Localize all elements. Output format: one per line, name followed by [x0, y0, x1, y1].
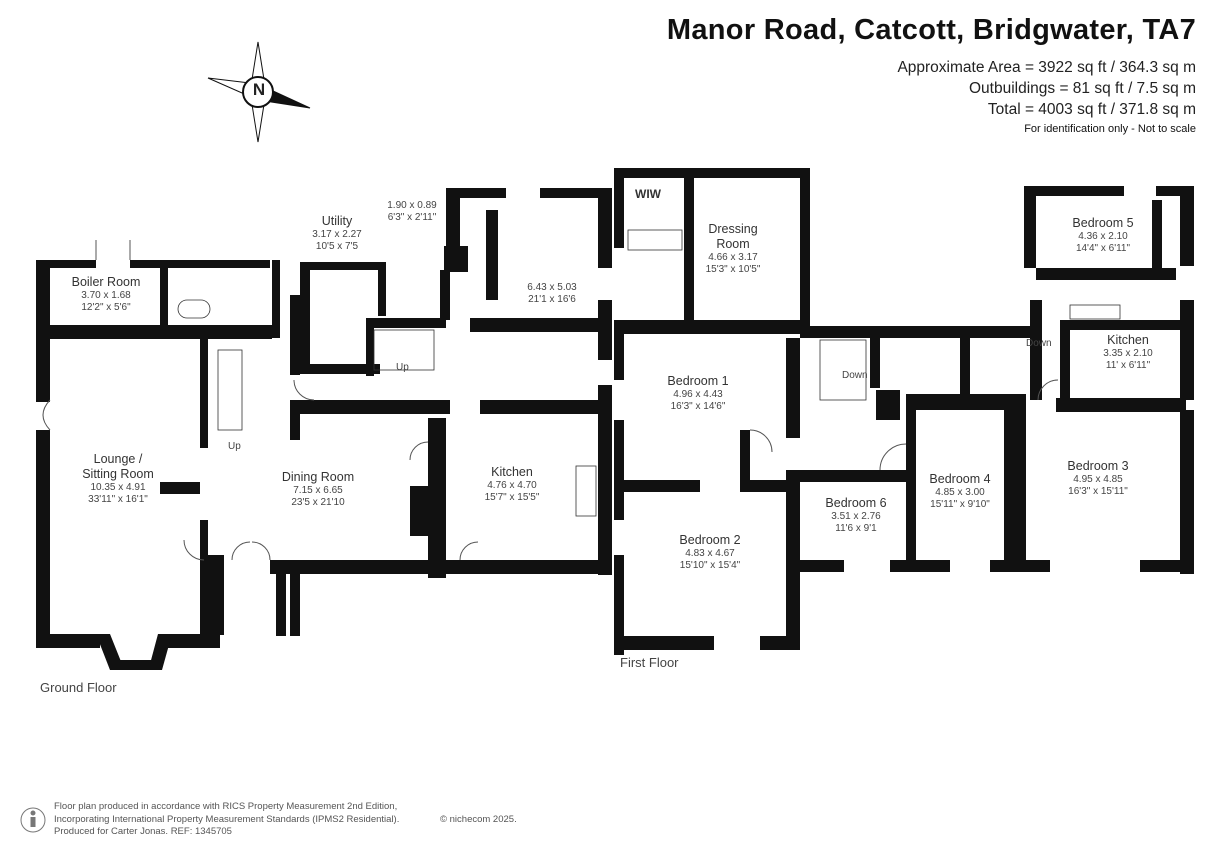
- footer-line: Floor plan produced in accordance with R…: [54, 801, 398, 812]
- room-name: Dressing: [708, 222, 758, 236]
- room-imperial: 16'3" x 14'6": [670, 401, 726, 412]
- compass-north-letter: N: [252, 80, 266, 99]
- room-imperial: 33'11" x 16'1": [88, 494, 148, 505]
- total-area: Total = 4003 sq ft / 371.8 sq m: [987, 101, 1196, 118]
- room-metric: 4.36 x 2.10: [1078, 231, 1128, 242]
- room-bedroom-6: Bedroom 6 3.51 x 2.76 11'6 x 9'1: [812, 496, 900, 535]
- room-imperial: 14'4" x 6'11": [1075, 243, 1131, 254]
- room-bedroom-4: Bedroom 4 4.85 x 3.00 15'11" x 9'10": [918, 472, 1002, 511]
- room-bedroom-2: Bedroom 2 4.83 x 4.67 15'10" x 15'4": [664, 533, 756, 572]
- room-imperial: 21'1 x 16'6: [528, 294, 576, 305]
- room-name-2: Room: [716, 237, 750, 251]
- footer-brand: © nichecom 2025.: [440, 814, 517, 825]
- room-metric: 4.76 x 4.70: [487, 480, 537, 491]
- room-dining: Dining Room 7.15 x 6.65 23'5 x 21'10: [270, 470, 366, 509]
- room-imperial: 11' x 6'11": [1105, 360, 1151, 371]
- room-imperial: 12'2" x 5'6": [81, 302, 131, 313]
- room-imperial: 23'5 x 21'10: [291, 497, 345, 508]
- room-name: Utility: [321, 214, 353, 228]
- room-name: Kitchen: [1107, 333, 1149, 347]
- room-name: Lounge /: [93, 452, 143, 466]
- room-name: Boiler Room: [71, 275, 141, 289]
- room-name: Bedroom 5: [1072, 216, 1134, 230]
- room-metric: 4.95 x 4.85: [1073, 474, 1123, 485]
- room-kitchen: Kitchen 4.76 x 4.70 15'7" x 15'5": [474, 465, 550, 504]
- room-utility: Utility 3.17 x 2.27 10'5 x 7'5: [300, 214, 374, 253]
- room-imperial: 10'5 x 7'5: [315, 241, 359, 252]
- room-lounge: Lounge / Sitting Room 10.35 x 4.91 33'11…: [68, 452, 168, 506]
- room-name: Dining Room: [281, 470, 355, 484]
- room-metric: 4.85 x 3.00: [935, 487, 985, 498]
- room-kitchen-2: Kitchen 3.35 x 2.10 11' x 6'11": [1096, 333, 1160, 372]
- room-imperial: 15'3" x 10'5": [705, 264, 761, 275]
- stairs-up-label: Up: [228, 441, 241, 452]
- room-imperial: 15'7" x 15'5": [484, 492, 540, 503]
- room-metric: 4.66 x 3.17: [708, 252, 758, 263]
- room-dressing: Dressing Room 4.66 x 3.17 15'3" x 10'5": [698, 222, 768, 276]
- room-name: Bedroom 4: [929, 472, 991, 486]
- footer-line: Incorporating International Property Mea…: [54, 813, 400, 825]
- room-metric: 3.35 x 2.10: [1103, 348, 1153, 359]
- first-floor-label: First Floor: [620, 655, 679, 670]
- room-metric: 4.83 x 4.67: [685, 548, 735, 559]
- room-store: 1.90 x 0.89 6'3" x 2'11": [380, 200, 444, 224]
- room-bedroom-3: Bedroom 3 4.95 x 4.85 16'3" x 15'11": [1052, 459, 1144, 498]
- room-name: Bedroom 3: [1067, 459, 1129, 473]
- room-metric: 6.43 x 5.03: [527, 282, 577, 293]
- outbuildings-area: Outbuildings = 81 sq ft / 7.5 sq m: [968, 80, 1196, 97]
- room-bedroom-5: Bedroom 5 4.36 x 2.10 14'4" x 6'11": [1062, 216, 1144, 255]
- room-bedroom-1: Bedroom 1 4.96 x 4.43 16'3" x 14'6": [652, 374, 744, 413]
- room-boiler: Boiler Room 3.70 x 1.68 12'2" x 5'6": [58, 275, 154, 314]
- room-name: Bedroom 1: [667, 374, 729, 388]
- room-metric: 4.96 x 4.43: [673, 389, 723, 400]
- room-name: Kitchen: [491, 465, 533, 479]
- room-back: 6.43 x 5.03 21'1 x 16'6: [520, 282, 584, 306]
- room-metric: 1.90 x 0.89: [387, 200, 437, 211]
- room-name: Bedroom 6: [825, 496, 887, 510]
- stairs-down-label: Down: [842, 370, 868, 381]
- room-metric: 3.70 x 1.68: [81, 290, 131, 301]
- room-imperial: 16'3" x 15'11": [1068, 486, 1128, 497]
- scale-note: For identification only - Not to scale: [1024, 123, 1196, 135]
- stairs-up-label-2: Up: [396, 362, 409, 373]
- footer-text: Floor plan produced in accordance with R…: [54, 801, 399, 839]
- room-name-2: Sitting Room: [82, 467, 154, 481]
- room-wiw: WIW: [635, 187, 661, 201]
- room-metric: 3.17 x 2.27: [312, 229, 362, 240]
- room-imperial: 11'6 x 9'1: [835, 523, 877, 534]
- room-imperial: 15'10" x 15'4": [679, 560, 741, 571]
- room-metric: 10.35 x 4.91: [90, 482, 146, 493]
- page-title: Manor Road, Catcott, Bridgwater, TA7: [666, 14, 1196, 46]
- room-metric: 7.15 x 6.65: [293, 485, 343, 496]
- approximate-area: Approximate Area = 3922 sq ft / 364.3 sq…: [897, 59, 1196, 76]
- room-name: Bedroom 2: [679, 533, 741, 547]
- room-imperial: 6'3" x 2'11": [387, 212, 437, 223]
- compass-rose: [207, 41, 311, 143]
- room-metric: 3.51 x 2.76: [831, 511, 881, 522]
- room-imperial: 15'11" x 9'10": [930, 499, 990, 510]
- stairs-down-label-2: Down: [1026, 338, 1052, 349]
- ground-floor-label: Ground Floor: [40, 680, 117, 695]
- footer-line: Produced for Carter Jonas. REF: 1345705: [54, 826, 232, 837]
